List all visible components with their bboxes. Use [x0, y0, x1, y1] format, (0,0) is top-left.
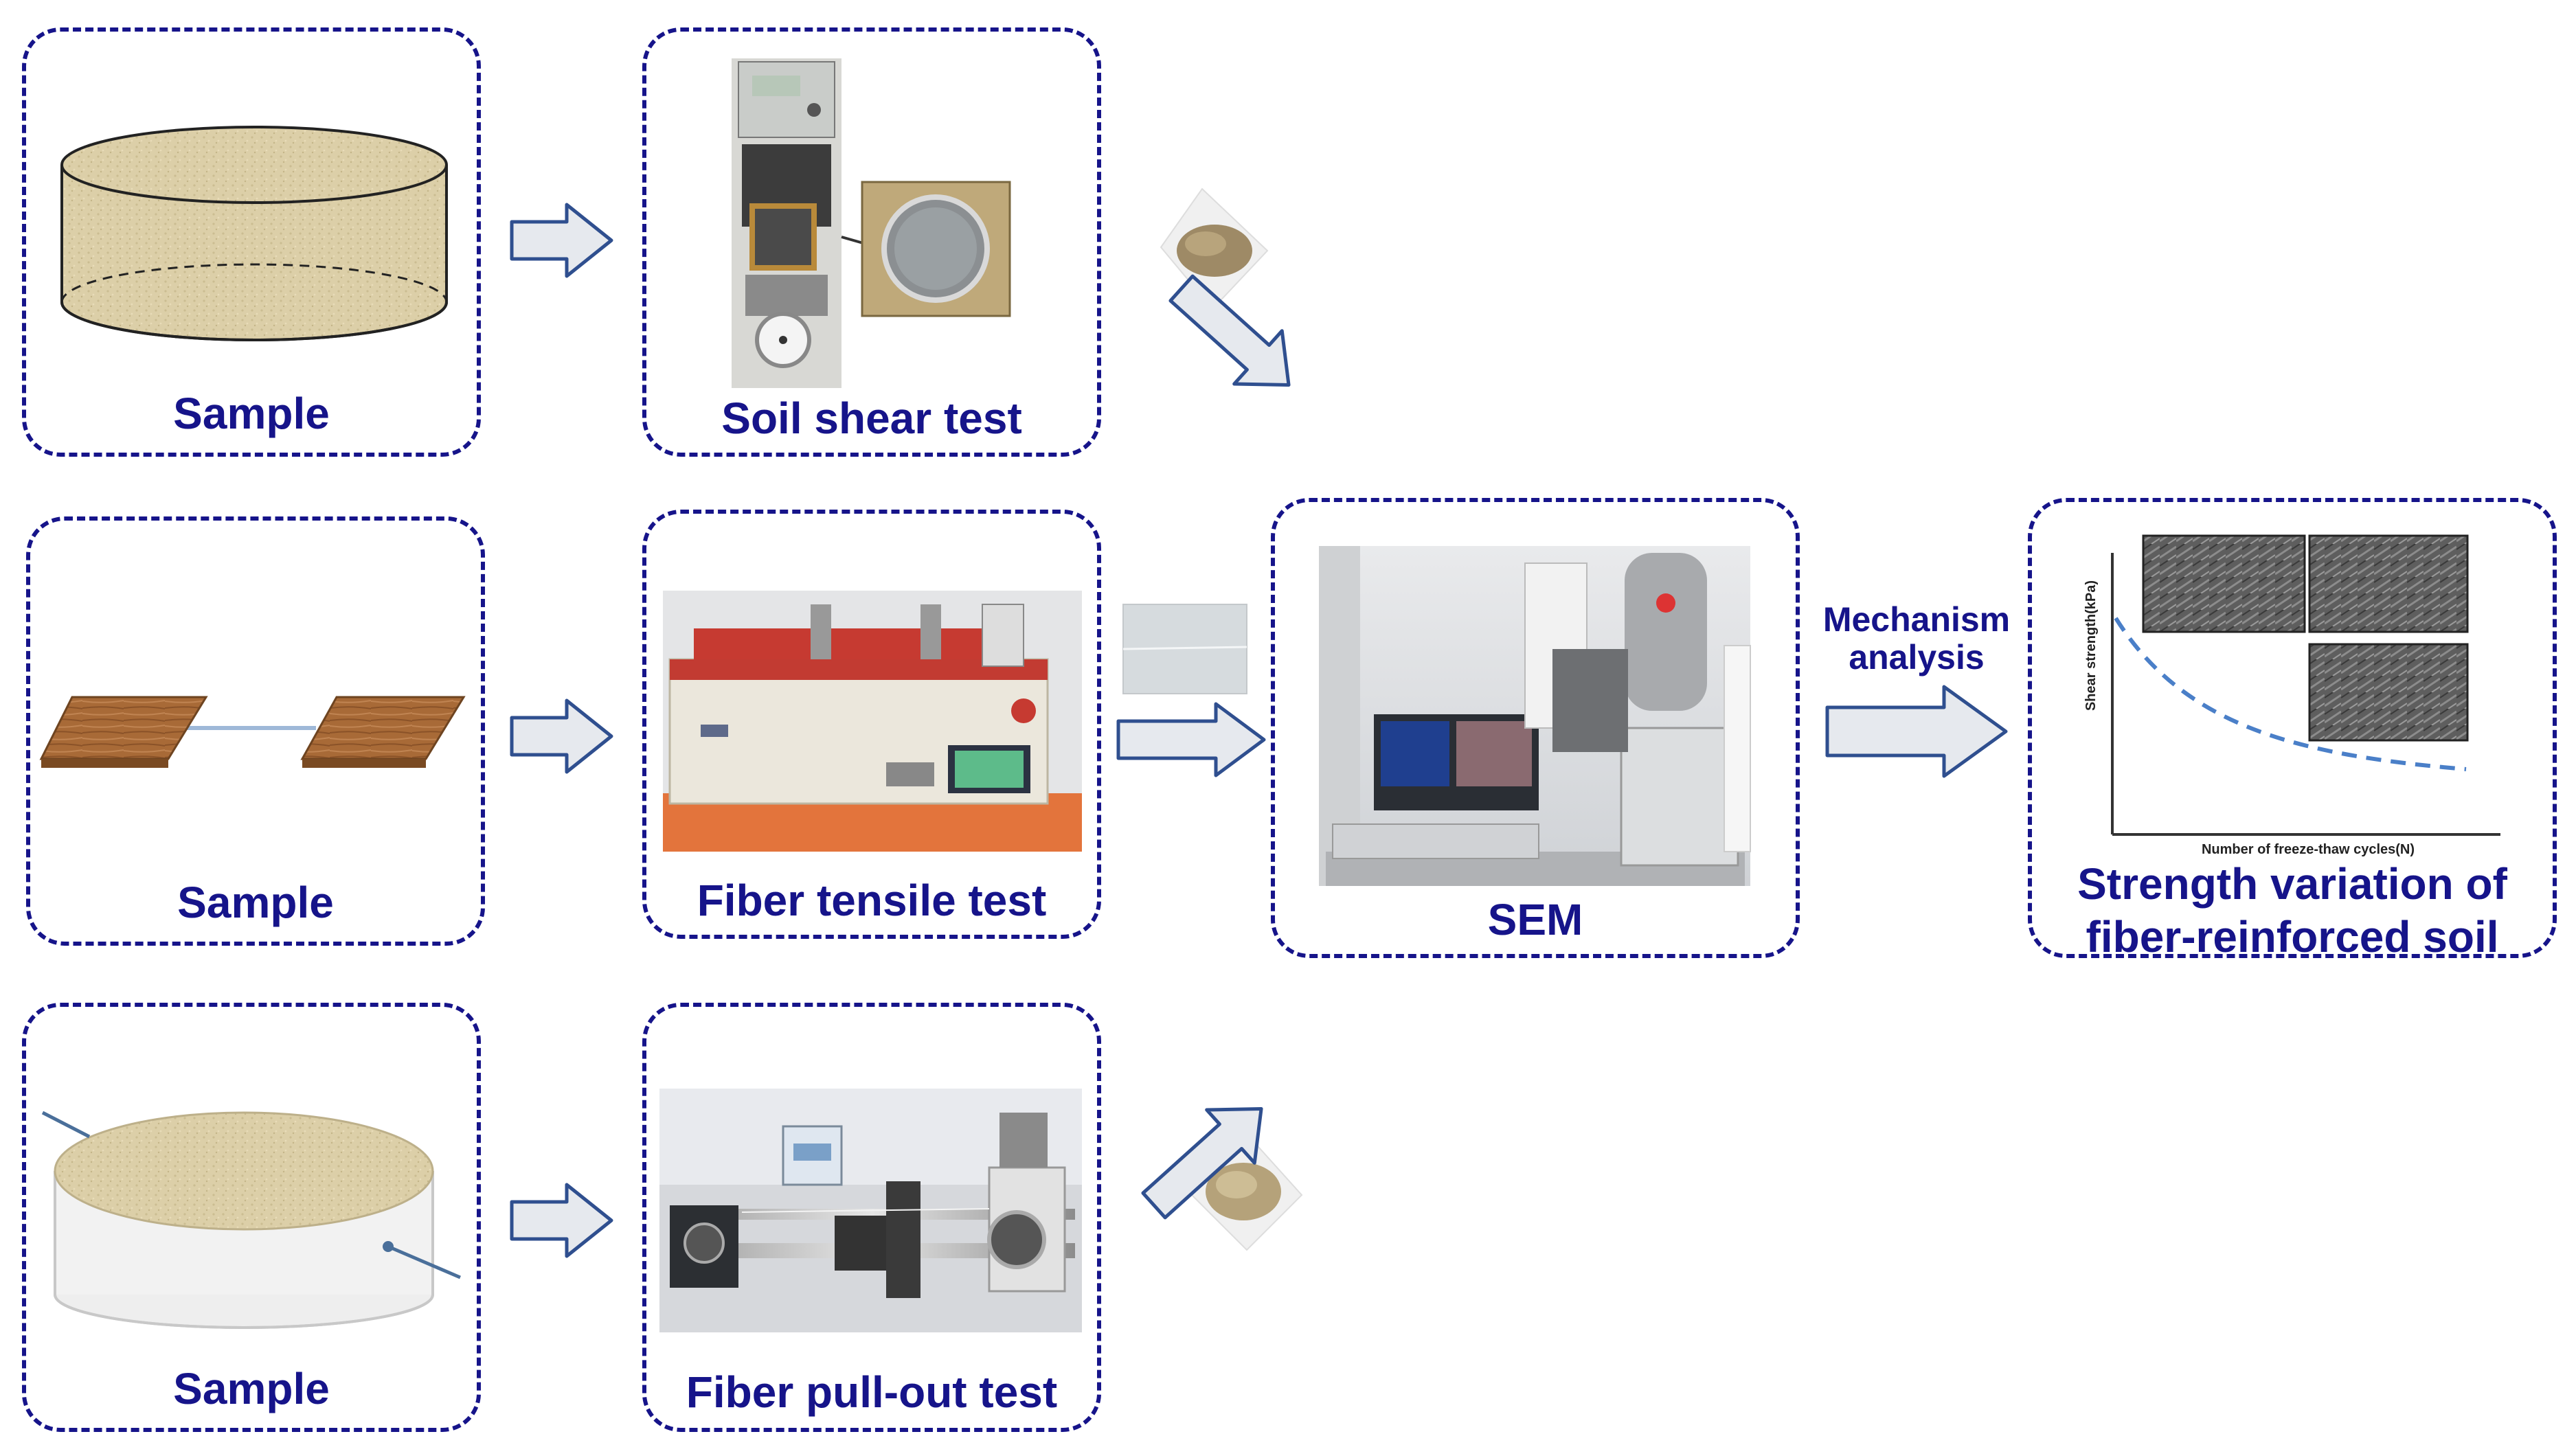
fiber-tensile-machine-photo	[663, 591, 1082, 852]
result-label-line2: fiber-reinforced soil	[2086, 912, 2499, 962]
sample-box-3: Sample	[22, 1003, 481, 1432]
fiber-pullout-test-box: Fiber pull-out test	[642, 1003, 1101, 1432]
arrow-sample1-to-shear	[510, 203, 613, 278]
sample-box-1: Sample	[22, 27, 481, 457]
arrow-sem-to-result	[1825, 685, 2008, 778]
pullout-sample-illustration	[41, 1111, 461, 1329]
arrow-tensile-to-sem	[1116, 702, 1266, 777]
sample-label-3: Sample	[173, 1364, 330, 1413]
sem-label: SEM	[1487, 895, 1583, 944]
fiber-pullout-apparatus-photo	[659, 1089, 1082, 1332]
result-chart-ylabel: Shear strength(kPa)	[2083, 580, 2099, 711]
fiber-wood-plates-illustration	[39, 696, 466, 768]
soil-fragment-thumbnail-top	[1160, 187, 1269, 310]
sem-micrograph-1	[2142, 534, 2306, 633]
fiber-tensile-test-box: Fiber tensile test	[642, 510, 1101, 939]
mechanism-label-line1: Mechanism	[1822, 600, 2011, 639]
sem-micrograph-3	[2308, 643, 2469, 742]
sample-label-1: Sample	[173, 389, 330, 438]
sem-micrograph-2	[2308, 534, 2469, 633]
sem-box: SEM	[1271, 498, 1800, 958]
result-label-line1: Strength variation of	[2077, 859, 2507, 909]
arrow-shear-to-sem	[1168, 274, 1291, 387]
result-chart-trend-curve	[2114, 617, 2467, 771]
soil-shear-apparatus-photo	[732, 58, 1011, 388]
fiber-pullout-test-label: Fiber pull-out test	[686, 1367, 1058, 1417]
fiber-tensile-test-label: Fiber tensile test	[697, 876, 1047, 925]
result-chart: Shear strength(kPa) Number of freeze-tha…	[2083, 534, 2500, 857]
result-box: Strength variation of fiber-reinforced s…	[2028, 498, 2557, 962]
fiber-thumbnail	[1122, 604, 1247, 694]
arrow-pullout-to-sem	[1141, 1106, 1263, 1220]
sem-room-photo	[1319, 546, 1751, 886]
arrow-sample3-to-pullout	[510, 1183, 613, 1258]
soil-cylinder-sample-illustration	[60, 126, 448, 341]
soil-shear-test-box: Soil shear test	[642, 27, 1101, 457]
mechanism-label-line2: analysis	[1849, 638, 1985, 676]
result-chart-xlabel: Number of freeze-thaw cycles(N)	[2202, 842, 2415, 857]
sample-label-2: Sample	[177, 878, 334, 927]
soil-shear-test-label: Soil shear test	[721, 394, 1022, 443]
sample-box-2: Sample	[26, 516, 485, 946]
mechanism-analysis-label: Mechanism analysis	[1814, 601, 2020, 676]
arrow-sample2-to-tensile	[510, 698, 613, 774]
